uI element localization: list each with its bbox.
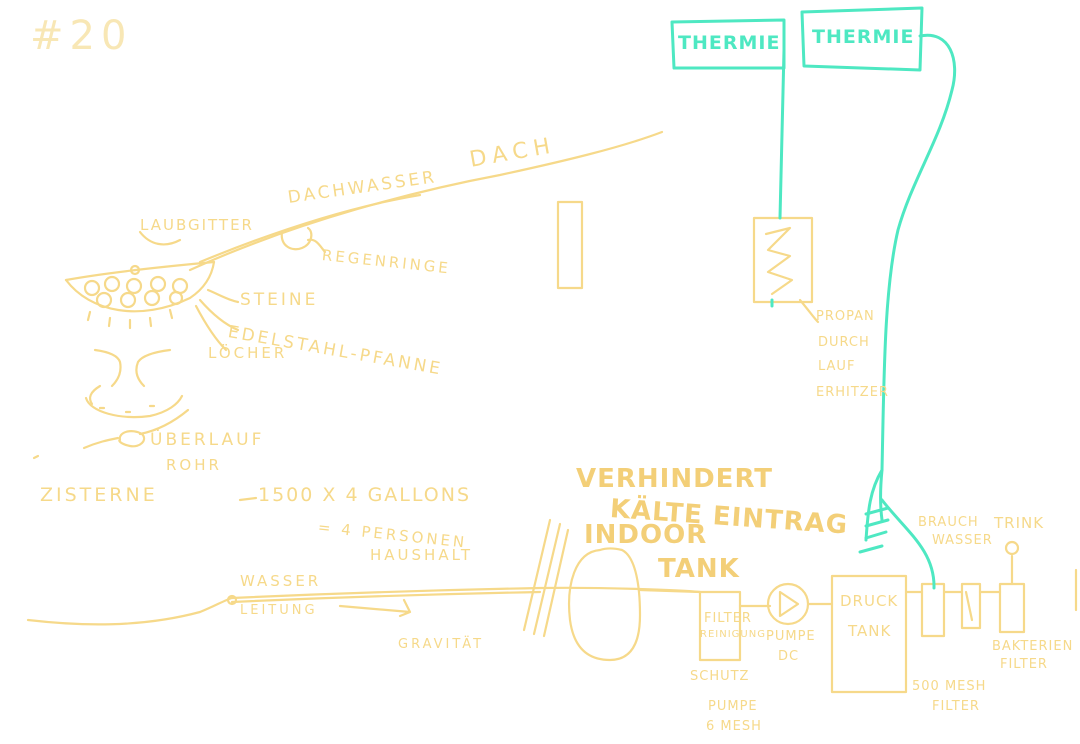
filter-label-5: 6 MESH [706, 719, 762, 734]
pipe-label-1: WASSER [240, 572, 322, 590]
mesh-filter-label-1: 500 MESH [912, 679, 987, 694]
rain-ring [280, 226, 313, 251]
capacity-label: 1500 X 4 GALLONS [258, 484, 472, 506]
thermie-pipe-2 [879, 33, 957, 522]
heater-coil [764, 226, 794, 296]
household-label-2: HAUSHALT [370, 546, 474, 564]
pressure-tank [830, 574, 908, 694]
service-water-label-1: BRAUCH [918, 515, 979, 530]
drink-label: TRINK [994, 514, 1045, 532]
stones-label: STEINE [240, 290, 319, 310]
heater-label-1: PROPAN [816, 309, 875, 324]
water-pipe-2 [230, 590, 542, 604]
funnel [93, 348, 122, 388]
overflow-pipe [118, 430, 146, 448]
indoor-tank-label-1: INDOOR [584, 520, 708, 550]
window [556, 200, 584, 290]
laubgitter-leader [138, 230, 182, 246]
overflow-label-2: ROHR [166, 456, 222, 474]
heater-label-4: ERHITZER [816, 385, 889, 400]
holes-label: LÖCHER [208, 344, 288, 362]
pan-holes [86, 308, 174, 330]
indoor-note-1: VERHINDERT [576, 464, 774, 494]
pump-label-2: DC [778, 649, 800, 664]
bacteria-label-2: FILTER [1000, 657, 1048, 672]
filter-label-3: SCHUTZ [690, 669, 750, 684]
page-number-text: #20 [30, 13, 133, 59]
overflow-label-1: ÜBERLAUF [150, 430, 265, 450]
pump-circle [766, 582, 810, 626]
thermie-label-1: THERMIE [678, 32, 781, 54]
pump-label-1: PUMPE [766, 629, 816, 644]
bacteria-filter [998, 582, 1026, 634]
pipe-label-2: LEITUNG [240, 603, 318, 618]
grid-dot [129, 264, 141, 276]
cistern-label: ZISTERNE [40, 484, 158, 506]
wall-hatch-3 [542, 528, 570, 638]
laubgitter-label: LAUBGITTER [140, 216, 254, 234]
bacteria-label-1: BAKTERIEN [992, 639, 1074, 654]
gravity-arrow [338, 598, 412, 618]
filter-box [698, 590, 742, 662]
pressure-tank-label-2: TANK [848, 622, 892, 640]
heater-box [752, 216, 814, 304]
thermie-pipe-1 [778, 48, 786, 220]
mesh-filter-1 [920, 582, 946, 638]
filter-label-1: FILTER [704, 611, 752, 626]
wall-hatch-2 [532, 522, 562, 636]
gravity-label: GRAVITÄT [398, 637, 485, 652]
heater-label-3: LAUF [818, 359, 856, 374]
mesh-filter-2 [960, 582, 982, 630]
service-water-label-2: WASSER [932, 533, 993, 548]
heater-label-2: DURCH [818, 335, 870, 350]
mesh-filter-label-2: FILTER [932, 699, 980, 714]
indoor-tank [568, 547, 642, 662]
thermie-box-2 [800, 6, 924, 72]
rain-ring-leader [306, 238, 327, 254]
service-water-pipe [880, 498, 936, 590]
wall-hatch-1 [522, 518, 552, 632]
filter-label-2: REINIGUNG [700, 629, 766, 640]
roof-line [188, 130, 664, 272]
pressure-tank-label-1: DRUCK [840, 592, 899, 610]
filter-label-4: PUMPE [708, 699, 758, 714]
thermie-label-2: THERMIE [812, 26, 915, 48]
roof-line-2 [198, 193, 422, 264]
pan-bowl [64, 260, 216, 313]
pipe-hatch [858, 506, 890, 554]
indoor-tank-label-2: TANK [658, 554, 740, 584]
